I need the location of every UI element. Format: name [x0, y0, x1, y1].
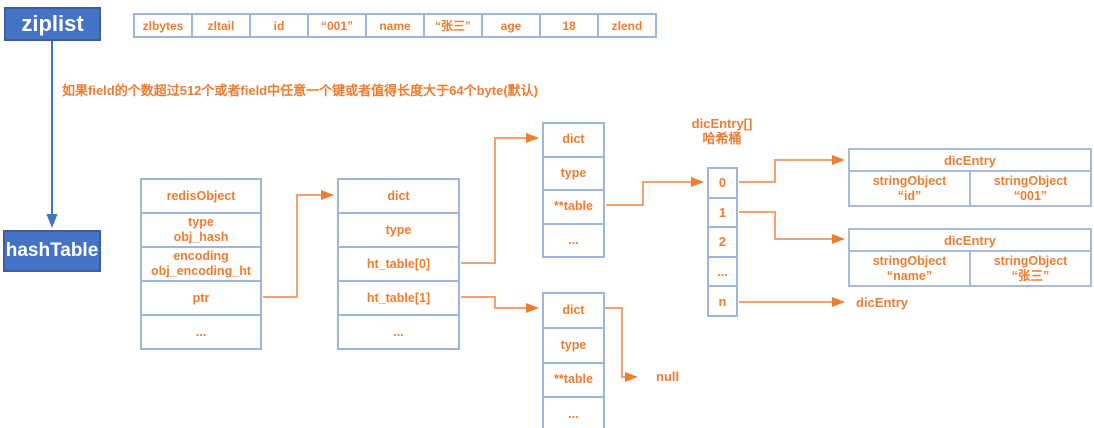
- dict-top-row-type: type: [544, 155, 603, 190]
- dict-bottom-header: dict: [562, 302, 585, 317]
- bucket-label-line1: dicEntry[]: [691, 116, 753, 131]
- dict-bottom-row-ellipsis: ...: [544, 396, 603, 428]
- dic-entry-1-title: dicEntry: [850, 150, 1090, 172]
- dict-top-box: dict type **table ...: [542, 122, 605, 258]
- dict-main-row-type: type: [339, 212, 458, 246]
- hashtable-title-box: hashTable: [3, 230, 101, 272]
- redis-object-header: redisObject: [166, 188, 236, 203]
- dic-entry-2-key: stringObject “name”: [872, 253, 947, 283]
- dic-entry-2-value: stringObject “张三”: [969, 252, 1090, 285]
- dic-entry-2-body: stringObject “name” stringObject “张三”: [850, 252, 1090, 285]
- bucket-slot-1: 1: [709, 196, 736, 227]
- arrow-bucket1-to-dicentry2: [739, 211, 845, 244]
- dic-entry-1-value: stringObject “001”: [969, 172, 1090, 205]
- redis-object-box: redisObject type obj_hash encoding obj_e…: [140, 178, 262, 350]
- arrow-httable0-to-dict: [461, 133, 539, 264]
- dict-main-box: dict type ht_table[0] ht_table[1] ...: [337, 178, 460, 350]
- arrow-bucket0-to-dicentry1: [739, 155, 845, 183]
- ziplist-title: ziplist: [21, 11, 84, 36]
- ziplist-cell-name-value: “张三”: [423, 15, 481, 36]
- arrow-httable1-to-dict: [461, 296, 539, 313]
- ziplist-strip: zlbytes zltail id “001” name “张三” age 18…: [133, 13, 657, 38]
- conversion-rule-note: 如果field的个数超过512个或者field中任意一个键或者值得长度大于64个…: [62, 83, 538, 98]
- ziplist-cell-zlbytes: zlbytes: [142, 18, 184, 33]
- hashtable-title: hashTable: [5, 240, 99, 261]
- dict-bottom-row-table: **table: [544, 361, 603, 397]
- dict-main-header: dict: [387, 188, 410, 203]
- dict-top-row-table: **table: [544, 189, 603, 223]
- arrow-ptr-to-dict: [263, 190, 334, 298]
- bucket-slot-n: n: [709, 285, 736, 315]
- dict-bottom-row-type: type: [544, 326, 603, 362]
- redis-object-row-type: type obj_hash: [142, 212, 260, 246]
- bucket-label: dicEntry[] 哈希桶: [655, 116, 789, 146]
- ziplist-cell-zlend: zlend: [597, 15, 655, 36]
- dict-bottom-box: dict type **table ...: [542, 292, 605, 428]
- bucket-array: 0 1 2 ... n: [707, 167, 738, 317]
- ziplist-cell-age-value: 18: [539, 15, 597, 36]
- arrow-table-to-null: [605, 307, 638, 382]
- dic-entry-box-id: dicEntry stringObject “id” stringObject …: [848, 148, 1092, 207]
- dic-entry-box-name: dicEntry stringObject “name” stringObjec…: [848, 228, 1092, 287]
- ziplist-cell-name: name: [365, 15, 423, 36]
- dict-main-row-ellipsis: ...: [339, 314, 458, 348]
- dict-top-row-ellipsis: ...: [544, 222, 603, 257]
- ziplist-cell-id-value: “001”: [307, 15, 365, 36]
- redis-object-row-encoding: encoding obj_encoding_ht: [142, 246, 260, 280]
- ziplist-cell-id: id: [249, 15, 307, 36]
- ziplist-cell-zltail: zltail: [191, 15, 249, 36]
- dic-entry-1-key: stringObject “id”: [872, 173, 947, 203]
- arrow-table-to-bucket: [606, 177, 704, 206]
- dic-entry-1-body: stringObject “id” stringObject “001”: [850, 172, 1090, 205]
- dic-entry-2-title: dicEntry: [850, 230, 1090, 252]
- null-label: null: [656, 369, 680, 384]
- bucket-slot-2: 2: [709, 226, 736, 256]
- bucket-slot-ellipsis: ...: [709, 255, 736, 286]
- dict-main-row-httable0: ht_table[0]: [339, 246, 458, 280]
- bucket-label-line2: 哈希桶: [702, 131, 742, 146]
- dict-top-header: dict: [562, 132, 585, 147]
- dict-main-row-httable1: ht_table[1]: [339, 280, 458, 314]
- ziplist-title-box: ziplist: [4, 7, 101, 41]
- dic-entry-pointer-label: dicEntry: [856, 295, 909, 310]
- redis-object-row-ellipsis: ...: [142, 314, 260, 348]
- ziplist-cell-age: age: [481, 15, 539, 36]
- redis-object-row-ptr: ptr: [142, 280, 260, 314]
- bucket-slot-0: 0: [718, 175, 727, 191]
